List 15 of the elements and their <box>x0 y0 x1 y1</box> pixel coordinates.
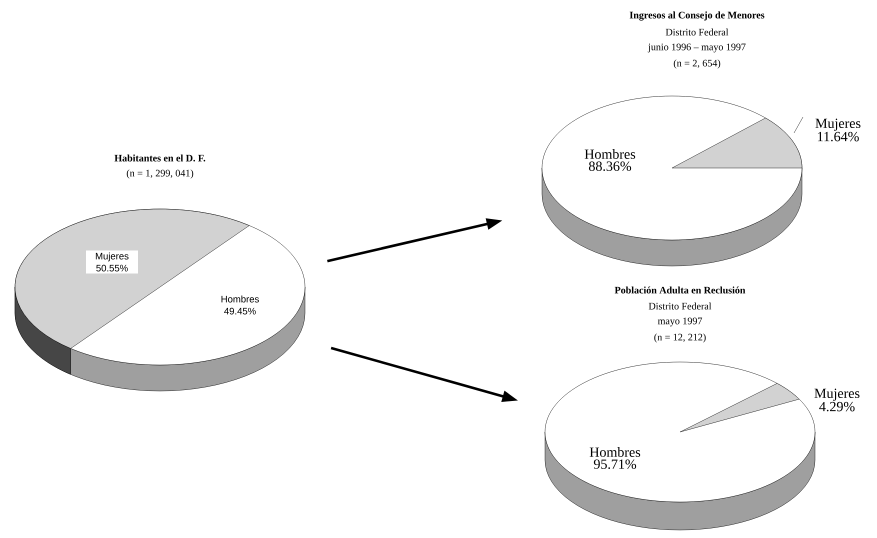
pie-chart: Ingresos al Consejo de Menores Distrito Federal junio 1996 – mayo 1997 (n = 2, 654) Hombres 88.36% Mujeres 11.64% <box>542 11 860 266</box>
node-label: (n = 1, 299, 041) <box>126 169 194 179</box>
node-label: mayo 1997 <box>658 318 702 326</box>
node-label: Población Adulta en Reclusión <box>614 286 746 294</box>
node-label: Mujeres 11.64% <box>815 118 860 142</box>
node-label: Ingresos al Consejo de Menores <box>630 11 764 21</box>
node-label: Mujeres 4.29% <box>814 388 860 412</box>
node-label: Distrito Federal <box>648 302 712 310</box>
pie-chart: Población Adulta en Reclusión Distrito Federal mayo 1997 (n = 12, 212) Hombres 95.71% Mujeres 4.29% <box>544 286 860 530</box>
node-label: Habitantes en el D. F. <box>114 154 206 162</box>
pie-chart: Habitantes en el D. F. (n = 1, 299, 041) Mujeres 50.55% Hombres 49.45% <box>14 154 306 392</box>
node-label: Distrito Federal <box>666 28 728 36</box>
node-label: (n = 2, 654) <box>674 59 720 69</box>
node-label: (n = 12, 212) <box>654 333 706 343</box>
node-label: junio 1996 – mayo 1997 <box>648 44 746 52</box>
